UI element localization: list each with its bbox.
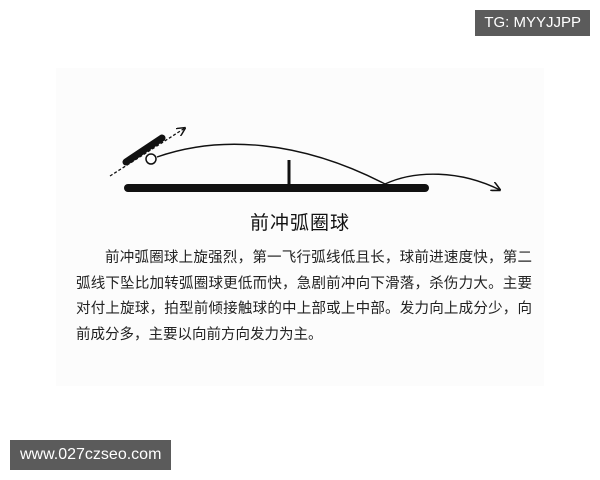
ball-icon xyxy=(145,153,157,165)
forehand-loop-diagram xyxy=(109,0,600,192)
first-flight-arc xyxy=(156,143,386,185)
figure-description: 前冲弧圈球上旋强烈，第一飞行弧线低且长，球前进速度快，第二弧线下坠比加转弧圈球更… xyxy=(76,250,532,343)
watermark-bottom-left: www.027czseo.com xyxy=(10,440,172,470)
second-arc-arrow xyxy=(384,173,500,190)
racket-icon xyxy=(122,134,166,166)
figure-panel xyxy=(56,68,544,386)
watermark-top-right: TG: MYYJJPP xyxy=(475,10,590,36)
figure-title: 前冲弧圈球 xyxy=(249,212,350,234)
